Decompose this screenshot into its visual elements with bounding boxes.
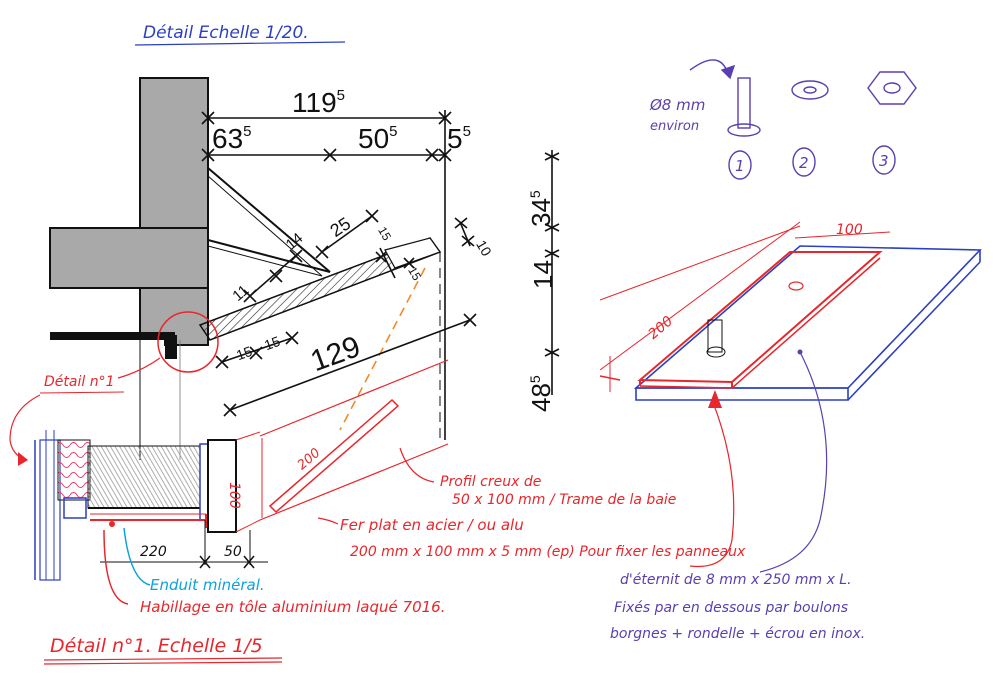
dim-100-profile: 100	[226, 482, 242, 509]
dim-11: 11	[229, 282, 252, 305]
bolt-diameter-label: Ø8 mm	[649, 96, 705, 114]
svg-text:55: 55	[447, 123, 471, 154]
detail-1-underline-a	[43, 657, 283, 661]
iso-dim-100: 100	[836, 222, 863, 238]
enduit-label: Enduit minéral.	[150, 576, 265, 594]
dim-50-small: 50	[224, 544, 242, 560]
detail-callout-label: Détail n°1	[44, 374, 114, 390]
profile-note-2: 50 x 100 mm / Trame de la baie	[452, 492, 676, 508]
svg-text:635: 635	[212, 123, 252, 154]
dim-15-d: 15	[405, 264, 424, 283]
svg-text:1195: 1195	[292, 87, 345, 118]
title-underline	[134, 41, 346, 46]
dim-15-b: 15	[262, 333, 282, 353]
flat-note-1: Fer plat en acier / ou alu	[340, 516, 524, 534]
dim-63: 63	[212, 123, 243, 154]
svg-text:345: 345	[526, 190, 556, 227]
dim-5: 5	[447, 123, 463, 154]
dimension-texts: 1195 635 505 55 129 25 14 11 15 15 15 15…	[212, 87, 558, 412]
sheet-title: Détail Echelle 1/20.	[143, 23, 309, 43]
dim-14: 14	[528, 260, 558, 289]
dim-220: 220	[140, 544, 167, 560]
dim-15-c: 15	[375, 224, 394, 243]
dim-200-plate: 200	[295, 446, 324, 473]
detail-1-underline-b	[43, 661, 283, 665]
isometric-sketch: 100 200	[599, 221, 982, 573]
dim-119: 119	[292, 87, 337, 118]
dim-48: 48	[526, 383, 556, 412]
hardware-number-3: 3	[879, 152, 889, 170]
detail-callout: Détail n°1	[9, 311, 219, 466]
svg-text:505: 505	[358, 123, 398, 154]
svg-text:485: 485	[526, 375, 556, 412]
eternit-note-1: d'éternit de 8 mm x 250 mm x L.	[620, 572, 852, 588]
bolt-environ-label: environ	[650, 119, 699, 134]
hardware-number-1: 1	[735, 157, 745, 175]
flat-note-2: 200 mm x 100 mm x 5 mm (ep) Pour fixer l…	[350, 544, 746, 560]
dim-129: 129	[306, 330, 364, 378]
wall-section	[49, 77, 209, 460]
eternit-note-2: Fixés par en dessous par boulons	[614, 600, 848, 616]
canopy-structure	[198, 167, 442, 440]
detail-1-drawing: 100 200 220 50	[34, 359, 449, 605]
bolt-arrow	[689, 59, 729, 75]
hardware-number-2: 2	[799, 154, 809, 172]
dim-10: 10	[473, 237, 495, 259]
bolt-hardware	[689, 59, 917, 180]
dimension-lines	[201, 110, 560, 440]
red-annotations	[317, 399, 735, 568]
dim-50: 50	[358, 123, 389, 154]
dim-15-a: 15	[234, 343, 254, 363]
eternit-note-3: borgnes + rondelle + écrou en inox.	[610, 626, 865, 642]
dim-34: 34	[526, 198, 556, 227]
profile-note-1: Profil creux de	[440, 474, 541, 490]
habillage-label: Habillage en tôle aluminium laqué 7016.	[140, 598, 445, 616]
dim-25: 25	[326, 213, 354, 241]
detail-1-title: Détail n°1. Echelle 1/5	[50, 635, 263, 657]
